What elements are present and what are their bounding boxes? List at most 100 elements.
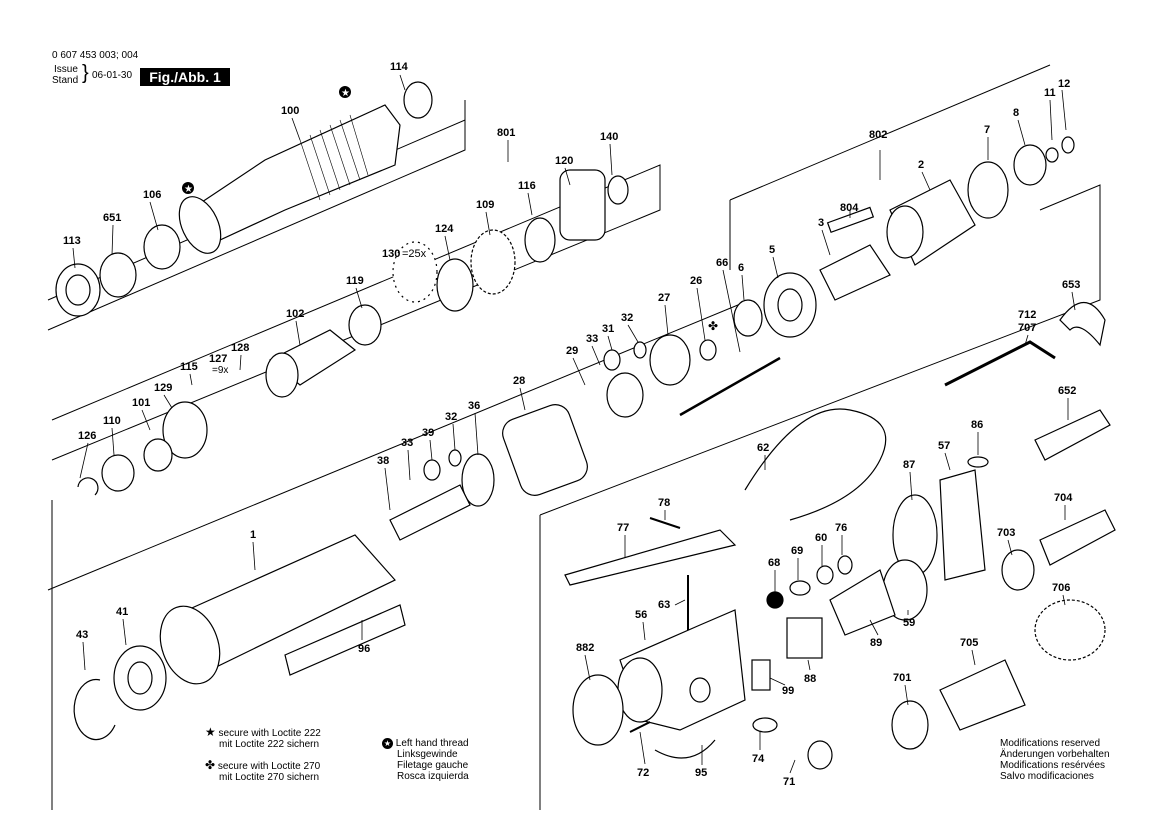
part-11 [1045,147,1059,163]
label-109: 109 [476,199,494,211]
lht-icon: ★ [382,738,393,749]
label-126: 126 [78,430,96,442]
part-124 [436,258,474,312]
lht-marker-star-2: ★ [184,184,193,195]
label-128: 128 [231,342,249,354]
label-11: 11 [1044,87,1056,99]
part-89 [829,569,896,636]
lht-marker-star: ★ [341,88,350,99]
leader-lines [72,74,1076,774]
label-110: 110 [103,415,121,427]
label-707: 707 [1018,322,1036,334]
part-119 [348,304,382,346]
issue-date: 06-01-30 [92,70,133,81]
label-119: 119 [346,275,364,287]
label-140: 140 [600,131,618,143]
label-706: 706 [1052,582,1070,594]
label-113: 113 [63,235,81,247]
part-116 [524,217,556,263]
label-116: 116 [518,180,536,192]
part-62 [744,408,887,521]
part-882 [572,674,624,746]
issue-label: Issue [54,64,78,75]
part-101 [162,401,208,459]
label-106: 106 [143,189,161,201]
label-26: 26 [690,275,702,287]
label-2: 2 [918,159,924,171]
part-109 [470,229,516,295]
part-74 [752,717,778,733]
label-56: 56 [635,609,647,621]
mod-es: Salvo modificaciones [1000,771,1094,782]
part-126 [77,477,99,496]
part-57 [939,469,986,581]
label-89: 89 [870,637,882,649]
label-801: 801 [497,127,515,139]
legend-loctite222: ★ secure with Loctite 222 mit Loctite 22… [205,726,321,750]
label-703: 703 [997,527,1015,539]
label-127-qty: =9x [212,365,228,376]
label-124: 124 [435,223,454,235]
label-882: 882 [576,642,594,654]
label-78: 78 [658,497,670,509]
part-86 [967,456,989,468]
label-7: 7 [984,124,990,136]
label-129: 129 [154,382,172,394]
legend-left-hand-thread: ★ Left hand thread Linksgewinde Filetage… [382,738,469,782]
legend-lht-en: Left hand thread [395,738,469,749]
mod-de: Änderungen vorbehalten [1000,749,1110,760]
label-96: 96 [358,643,370,655]
label-802: 802 [869,129,887,141]
label-72: 72 [637,767,649,779]
part-72 [629,721,651,733]
label-76: 76 [835,522,847,534]
label-57: 57 [938,440,950,452]
label-62: 62 [757,442,769,454]
cross-flower-icon: ✤ [205,758,216,772]
part-8 [1013,144,1047,186]
label-12: 12 [1058,78,1070,90]
part-110 [101,454,135,492]
label-33b: 33 [401,437,413,449]
legend-modifications: Modifications reserved Änderungen vorbeh… [1000,738,1110,782]
part-78 [649,517,681,529]
label-69: 69 [791,545,803,557]
label-43: 43 [76,629,88,641]
part-705 [939,659,1026,731]
legend-270-en: secure with Loctite 270 [217,761,321,772]
part-39 [423,459,441,481]
label-63: 63 [658,599,670,611]
panel-top-left [47,119,466,331]
label-29: 29 [566,345,578,357]
part-77 [564,529,737,586]
parts [55,81,1116,770]
part-130-balls [392,241,438,303]
legend-222-en: secure with Loctite 222 [218,728,321,739]
label-39: 39 [422,427,434,439]
label-38: 38 [377,455,389,467]
part-88 [786,617,823,659]
label-33: 33 [586,333,598,345]
part-60 [816,565,834,585]
part-38 [389,484,471,541]
part-labels: 114 100 106 651 113 801 140 120 116 109 … [63,61,1080,788]
part-120 [559,169,606,241]
part-653 [1059,302,1106,347]
label-32b: 32 [445,411,457,423]
part-712 [944,340,1056,387]
part-652 [1034,409,1111,461]
part-114 [403,81,433,119]
legend-lht-es: Rosca izquierda [397,771,469,782]
label-651: 651 [103,212,121,224]
stand-label: Stand [52,75,79,86]
label-101: 101 [132,397,150,409]
label-88: 88 [804,673,816,685]
label-99: 99 [782,685,794,697]
part-27 [649,334,691,386]
label-95: 95 [695,767,707,779]
label-74: 74 [752,753,765,765]
legend-222-de: mit Loctite 222 sichern [219,739,320,750]
label-127: 127 [209,353,227,365]
part-31 [603,349,621,371]
